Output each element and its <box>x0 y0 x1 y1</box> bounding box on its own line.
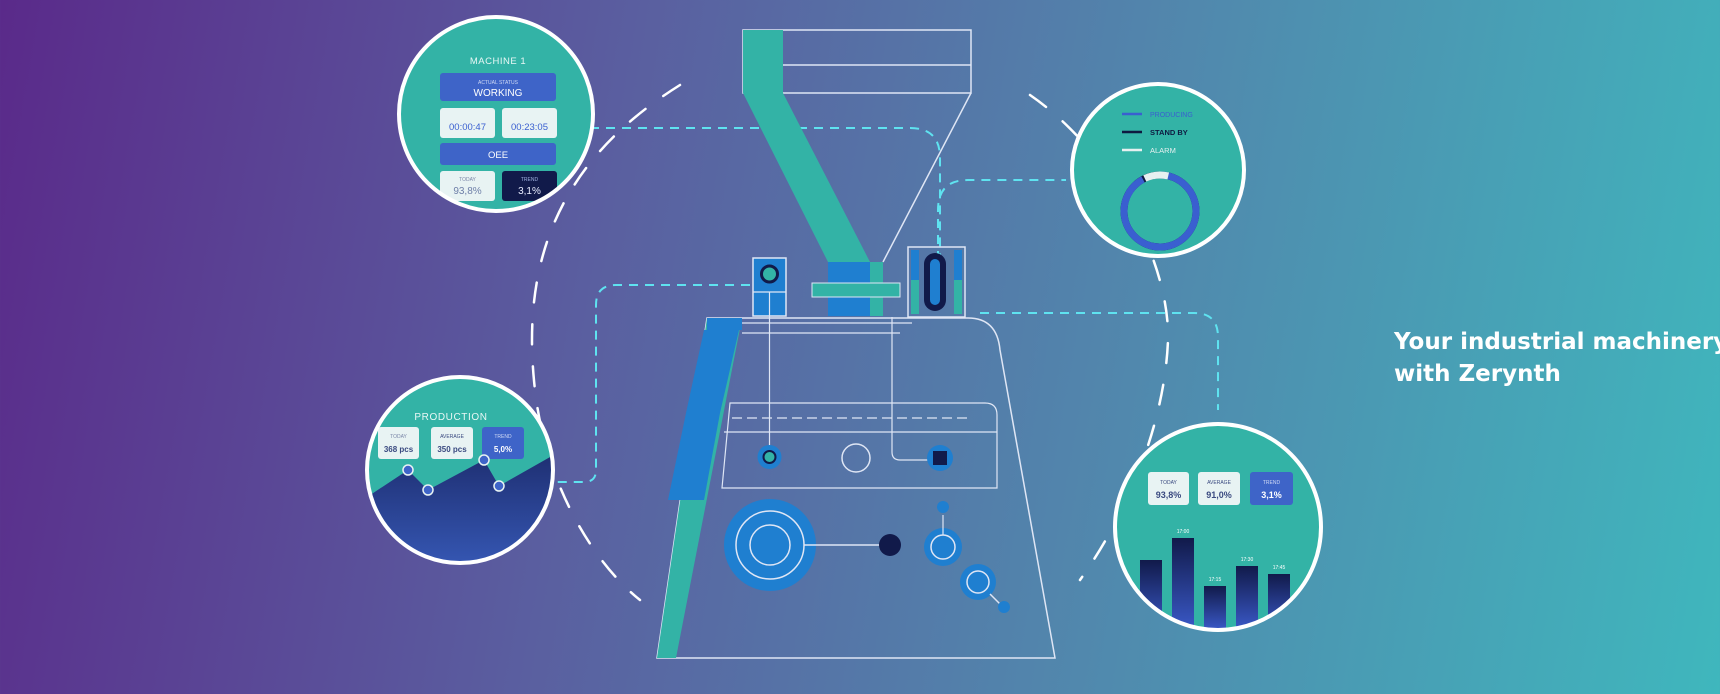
legend-standby-label: STAND BY <box>1150 128 1188 137</box>
headline-line-1: Your industrial machinery <box>1394 329 1720 355</box>
today-value: 93,8% <box>453 186 481 197</box>
production-point <box>493 480 505 492</box>
headline-line-2: with Zerynth <box>1394 361 1561 387</box>
status-label: ACTUAL STATUS <box>478 80 519 86</box>
connector-lines <box>553 127 1219 483</box>
industrial-machine-illustration <box>656 29 1056 659</box>
prod-today-label: TODAY <box>390 434 407 440</box>
oee-today-label: TODAY <box>1160 480 1177 486</box>
timer-1-value: 00:00:47 <box>449 122 486 133</box>
oee-bar-label: 17:00 <box>1177 529 1190 535</box>
today-label: TODAY <box>459 177 476 183</box>
prod-average-label: AVERAGE <box>440 434 464 440</box>
oee-trend-label: TREND <box>1263 480 1281 486</box>
machine-status-card: MACHINE 1 ACTUAL STATUS WORKING 00:00:47… <box>397 15 595 213</box>
oee-bar-label: 17:30 <box>1241 557 1254 563</box>
oee-bar <box>1172 538 1194 630</box>
status-legend-card: PRODUCING STAND BY ALARM <box>1070 82 1246 258</box>
oee-bar <box>1204 586 1226 630</box>
oee-bar-label: 17:45 <box>1273 565 1286 571</box>
trend-value: 3,1% <box>518 186 541 197</box>
oee-bars-card: TODAY 93,8% AVERAGE 91,0% TREND 3,1% 17:… <box>1113 422 1323 632</box>
trend-label: TREND <box>521 177 539 183</box>
production-card: PRODUCTION TODAY 368 pcs AVERAGE 350 pcs… <box>365 375 555 565</box>
status-value: WORKING <box>474 88 523 99</box>
oee-today-value: 93,8% <box>1156 490 1182 500</box>
legend-alarm-label: ALARM <box>1150 146 1176 155</box>
oee-average-value: 91,0% <box>1206 490 1232 500</box>
oee-bar-label: 17:15 <box>1209 577 1222 583</box>
prod-today-value: 368 pcs <box>384 445 414 454</box>
prod-trend-label: TREND <box>494 434 512 440</box>
prod-trend-value: 5,0% <box>494 445 512 454</box>
production-point <box>478 454 490 466</box>
oee-average-label: AVERAGE <box>1207 480 1231 486</box>
oee-trend-value: 3,1% <box>1261 490 1282 500</box>
status-donut-alarm <box>1120 171 1200 251</box>
production-title: PRODUCTION <box>414 412 487 423</box>
production-point <box>422 484 434 496</box>
oee-bar <box>1236 566 1258 630</box>
production-point <box>402 464 414 476</box>
headline: Your industrial machinery with Zerynth <box>1394 326 1720 390</box>
machine-title: MACHINE 1 <box>470 56 526 67</box>
legend-producing-label: PRODUCING <box>1150 112 1193 119</box>
timer-2-value: 00:23:05 <box>511 122 548 133</box>
prod-average-value: 350 pcs <box>437 445 467 454</box>
oee-label: OEE <box>488 150 508 161</box>
